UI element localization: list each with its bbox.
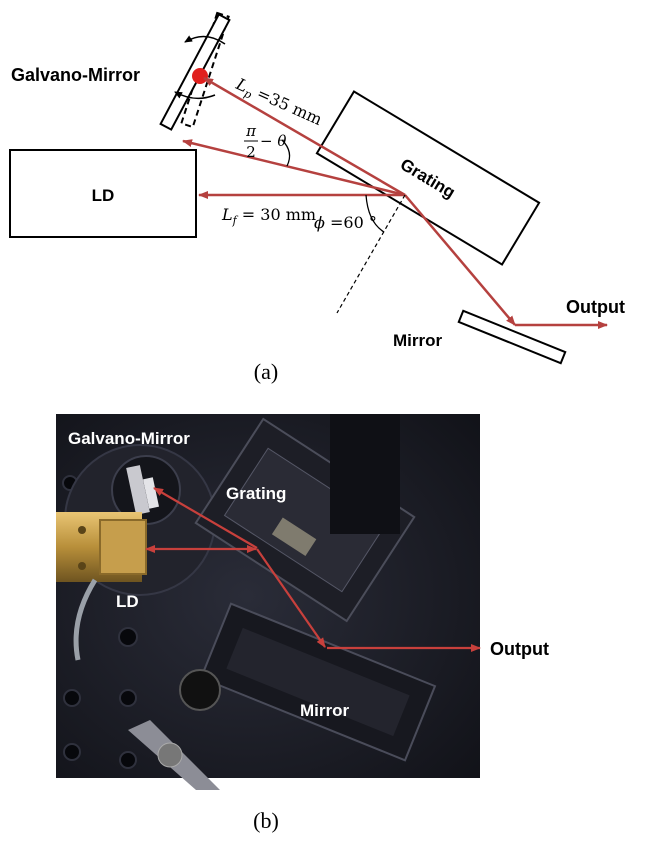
galvo-mirror-plate [126,465,150,515]
svg-text:2: 2 [246,143,256,161]
galvano-label: Galvano-Mirror [11,65,140,85]
photo-mirror-label: Mirror [300,701,350,720]
svg-text:π: π [245,122,257,140]
phi-label: ϕ =60 ° [314,213,377,232]
mirror-element [457,309,567,365]
grating-box: Grating [315,90,541,266]
table-holes [62,475,138,769]
mirror-mount [199,602,437,762]
rotation-arrow-top [184,35,226,45]
ld-box [9,149,197,238]
ld-label: LD [92,186,115,205]
rotation-arrow-bottom [174,91,216,100]
lf-label: Lf = 30 mm [221,205,316,227]
schematic-a: LD Grating Mirror Galvano-Mirror Output [9,11,625,384]
output-label: Output [566,297,625,317]
caption-a: (a) [254,359,278,384]
angle-label-theta: π 2 − θ [244,122,286,161]
photo-beam-grating-to-mirror [256,548,326,648]
photo-galvano-label: Galvano-Mirror [68,429,190,448]
svg-text:− θ: − θ [260,132,286,150]
photo-grating-label: Grating [226,484,286,503]
beam-grating-to-mirror-diag [182,139,406,197]
grating-normal-dashed [336,194,406,314]
angle-arc-phi [365,194,385,233]
beam-grating-to-mirror [404,194,516,326]
ld-housing [56,512,147,582]
galvano-pivot-dot [192,68,208,84]
mirror-label: Mirror [393,331,443,350]
caption-b: (b) [253,808,279,833]
photo-beam-grating-to-galvo [153,487,258,549]
photo-b: Galvano-Mirror Grating LD Mirror Output … [56,414,549,833]
angle-arc-theta [281,139,291,167]
photo-output-label: Output [490,639,549,659]
photo-ld-label: LD [116,592,139,611]
beam-grating-to-galvano [203,76,406,197]
